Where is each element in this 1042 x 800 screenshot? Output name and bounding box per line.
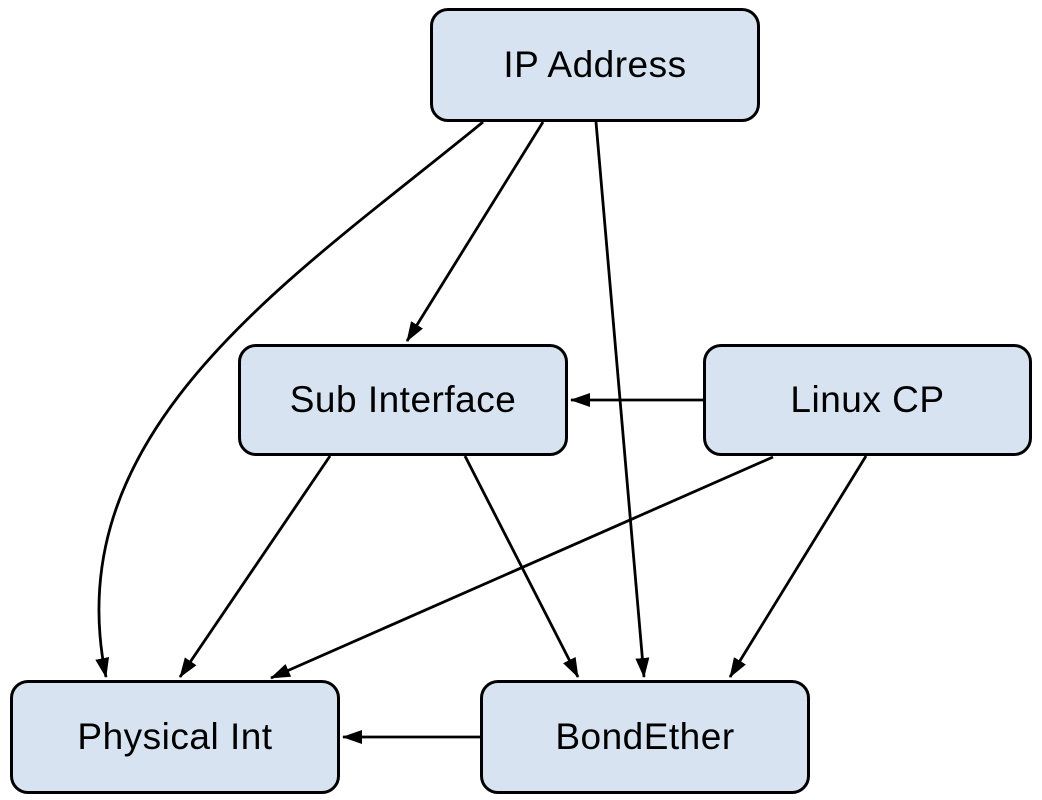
node-physical-int-label: Physical Int	[77, 716, 273, 757]
node-linux-cp: Linux CP	[703, 344, 1032, 456]
edge-ip-address-to-physical-int	[95, 120, 484, 678]
node-linux-cp-label: Linux CP	[790, 379, 945, 420]
edge-linux-cp-to-bondether	[728, 455, 868, 678]
node-bondether: BondEther	[480, 680, 810, 794]
node-physical-int: Physical Int	[10, 680, 340, 794]
node-bondether-label: BondEther	[555, 716, 735, 757]
edge-linux-cp-to-physical-int	[270, 455, 774, 680]
node-ip-address-label: IP Address	[503, 44, 687, 85]
node-sub-interface-label: Sub Interface	[289, 379, 517, 420]
node-sub-interface: Sub Interface	[238, 344, 568, 456]
edge-ip-address-to-sub-interface	[405, 121, 545, 342]
node-ip-address: IP Address	[430, 8, 760, 122]
edge-sub-interface-to-physical-int	[178, 455, 332, 678]
